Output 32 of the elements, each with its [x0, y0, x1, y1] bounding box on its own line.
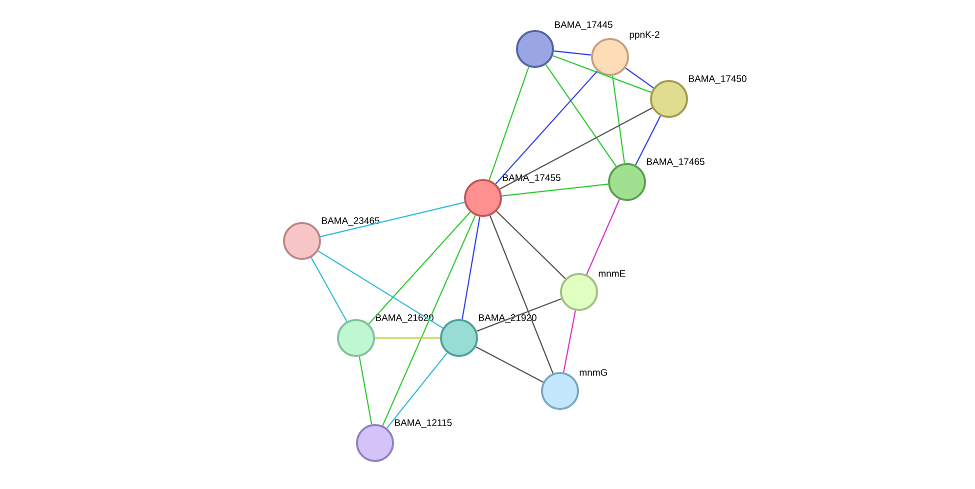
protein-label: BAMA_17445	[555, 21, 612, 30]
protein-label: mnmE	[598, 270, 626, 277]
interaction-line	[476, 346, 544, 383]
interaction-line	[386, 352, 448, 429]
interaction-line	[310, 257, 348, 322]
interaction-line	[635, 116, 661, 166]
interaction-line	[318, 250, 444, 329]
interaction-line	[586, 199, 620, 275]
interaction-line	[625, 68, 654, 88]
interaction-line	[495, 70, 598, 184]
interaction-line	[612, 76, 626, 164]
interaction-line	[320, 202, 465, 238]
interaction-line	[563, 310, 576, 372]
interaction-line	[462, 216, 480, 320]
interaction-line	[545, 64, 617, 167]
interaction-line	[375, 337, 440, 339]
interaction-line	[554, 50, 592, 56]
interaction-line	[368, 212, 471, 324]
protein-label: BAMA_23465	[322, 217, 380, 226]
protein-label: BAMA_17465	[646, 158, 704, 167]
interaction-line	[500, 107, 653, 190]
interaction-line	[552, 55, 652, 93]
interaction-line	[496, 210, 566, 280]
interaction-line	[502, 184, 608, 196]
protein-label: mnmG	[580, 369, 607, 376]
protein-label: BAMA_12115	[395, 419, 452, 428]
protein-label: BAMA_17450	[688, 75, 746, 84]
protein-label: ppnK-2	[630, 31, 660, 40]
interaction-line	[489, 215, 554, 374]
interaction-line	[382, 215, 476, 426]
interaction-line	[358, 356, 372, 424]
interaction-line	[488, 66, 530, 180]
